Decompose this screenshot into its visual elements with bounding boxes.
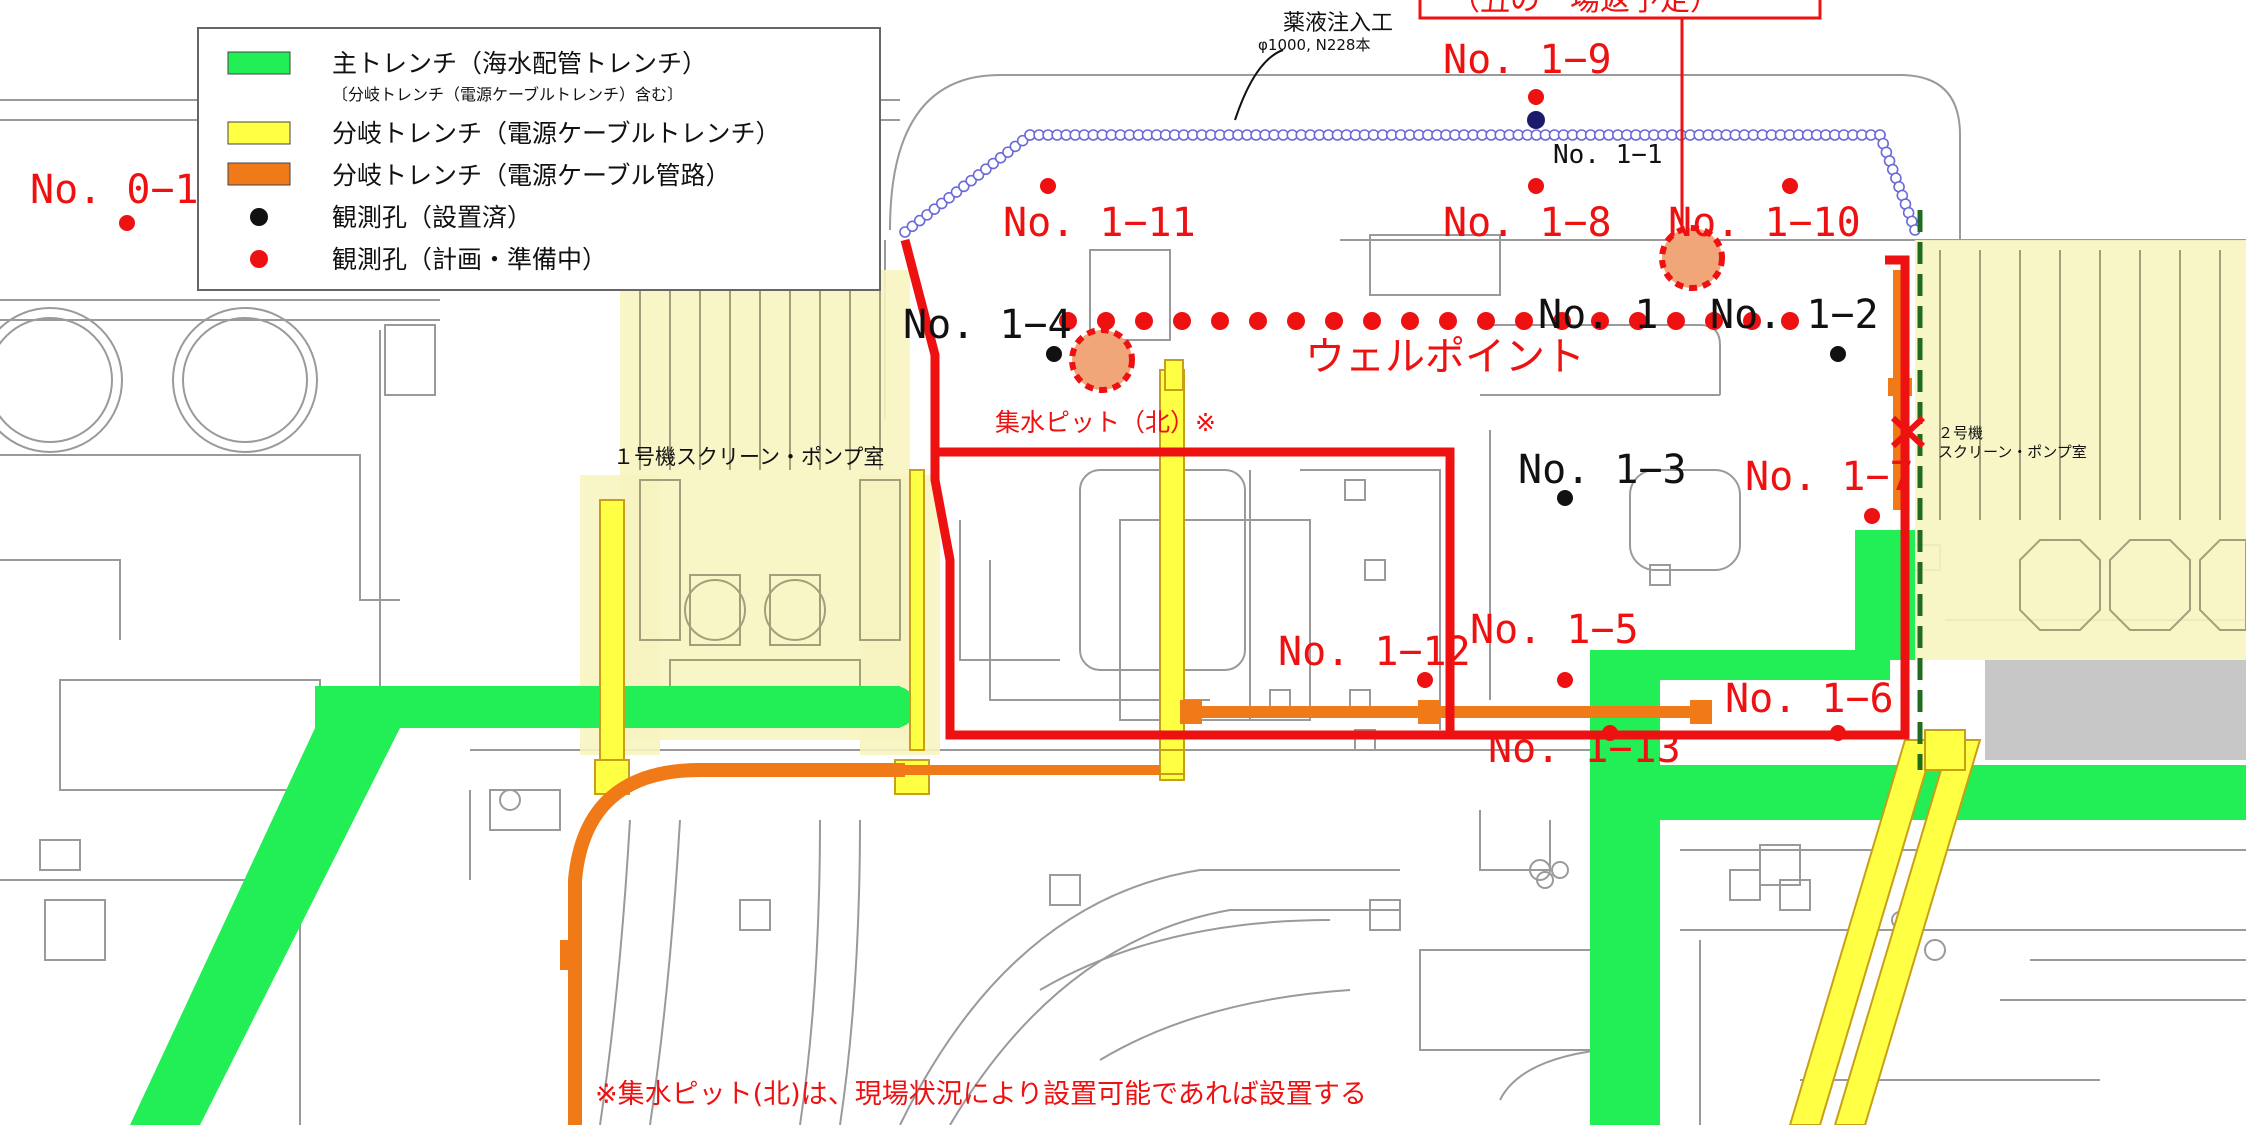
well-marker-no1-7 [1864, 508, 1880, 524]
well-marker-no1-2 [1830, 346, 1846, 362]
pit-north [1069, 327, 1135, 393]
label-no1-8: No. 1−8 [1443, 200, 1612, 246]
well-marker-no0-1 [119, 215, 135, 231]
well-labels-black: No. 1−4 No. 1 No. 1−2 No. 1−3 No. 1−1 [903, 140, 1879, 493]
legend-swatch-cable-conduit [227, 162, 291, 186]
branch-trench-yellow [594, 359, 1982, 1126]
label-unit2-line1: ２号機 [1938, 424, 1983, 442]
well-marker-no1-5 [1557, 672, 1573, 688]
callout-text: （丑の一場返予定） [1450, 0, 1720, 18]
legend-swatch-cable-trench [227, 121, 291, 145]
label-wellpoint: ウェルポイント [1305, 334, 1585, 380]
well-marker-no1-11 [1040, 178, 1056, 194]
label-no1-7: No. 1−7 [1745, 454, 1914, 500]
well-marker-no1-9 [1528, 89, 1544, 105]
label-unit1-pump-room: １号機スクリーン・ポンプ室 [613, 445, 884, 469]
label-unit2-line2: スクリーン・ポンプ室 [1938, 443, 2087, 461]
label-no1-6: No. 1−6 [1725, 676, 1894, 722]
legend-label-planned: 観測孔（計画・準備中） [332, 245, 607, 274]
well-labels: No. 0−1 No. 1−9 No. 1−11 No. 1−8 No. 1−1… [30, 37, 1914, 772]
legend-label-main-trench: 主トレンチ（海水配管トレンチ） [332, 49, 707, 78]
label-no1-10: No. 1−10 [1668, 200, 1861, 246]
grout-leader [1234, 49, 1284, 121]
well-marker-no1-12 [1417, 672, 1433, 688]
pit-north-east [1659, 225, 1725, 291]
label-no1-1: No. 1 [1538, 292, 1658, 338]
cross-mark [1890, 415, 1926, 449]
label-no1-13: No. 1−13 [1488, 726, 1681, 772]
well-marker-no1-1 [1527, 111, 1545, 129]
grout-spec: φ1000, N228本 [1258, 36, 1370, 54]
label-no1-3: No. 1−3 [1518, 447, 1687, 493]
wellpoint-row [1059, 312, 1799, 330]
unit1-screen-pump-room [580, 270, 940, 755]
label-no1-12: No. 1−12 [1278, 629, 1471, 675]
legend-note-main-trench: 〔分岐トレンチ（電源ケーブルトレンチ）含む〕 [332, 85, 683, 104]
well-marker-no1-8 [1528, 178, 1544, 194]
label-pit-north: 集水ピット（北）※ [995, 408, 1216, 437]
label-no1-9: No. 1−9 [1443, 37, 1612, 83]
legend-marker-installed [250, 208, 268, 226]
legend: 主トレンチ（海水配管トレンチ） 〔分岐トレンチ（電源ケーブルトレンチ）含む〕 分… [197, 27, 881, 291]
well-marker-no1-4 [1046, 346, 1062, 362]
grout-injection-wall [899, 129, 1921, 238]
well-marker-no1-3 [1557, 490, 1573, 506]
label-no1-2: No. 1−2 [1710, 292, 1879, 338]
label-no1-11: No. 1−11 [1003, 200, 1196, 246]
grout-title: 薬液注入工 [1283, 11, 1393, 36]
well-marker-no1-10 [1782, 178, 1798, 194]
label-no1-4: No. 1−4 [903, 302, 1072, 348]
well-marker-no1-6 [1830, 725, 1846, 741]
legend-label-cable-conduit: 分岐トレンチ（電源ケーブル管路） [332, 161, 731, 190]
footnote: ※集水ピット(北)は、現場状況により設置可能であれば設置する [595, 1079, 1367, 1110]
red-enclosure [900, 238, 1910, 740]
legend-label-cable-trench: 分岐トレンチ（電源ケーブルトレンチ） [332, 119, 781, 148]
well-marker-no1-13 [1602, 725, 1618, 741]
unit2-screen-pump-room [1915, 240, 2246, 760]
legend-swatch-main-trench [227, 51, 291, 75]
label-no0-1: No. 0−1 [30, 167, 199, 213]
label-no1-1b: No. 1−1 [1553, 140, 1663, 170]
base-drawing [0, 74, 2246, 1126]
legend-marker-planned [250, 250, 268, 268]
observation-wells [119, 89, 1880, 741]
top-callout: （丑の一場返予定） [1418, 0, 1822, 20]
legend-label-installed: 観測孔（設置済） [332, 203, 532, 232]
label-no1-5: No. 1−5 [1470, 607, 1639, 653]
